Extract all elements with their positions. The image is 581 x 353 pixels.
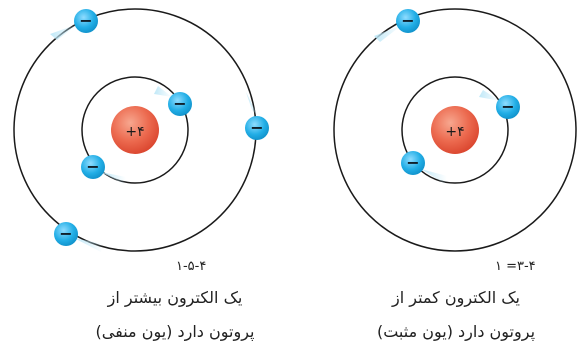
electron: − bbox=[154, 86, 192, 116]
nucleus-charge-label: +۴ bbox=[445, 124, 464, 140]
electron: − bbox=[374, 9, 420, 42]
electron: − bbox=[401, 151, 447, 184]
svg-text:−: − bbox=[79, 11, 92, 30]
electron: − bbox=[479, 90, 520, 119]
svg-text:−: − bbox=[173, 94, 186, 113]
svg-text:−: − bbox=[406, 153, 419, 172]
svg-text:−: − bbox=[250, 118, 263, 137]
inner-orbit bbox=[81, 76, 189, 184]
nucleus-charge-label: +۴ bbox=[125, 124, 144, 140]
description-positive-ion-line2: پروتون دارد (یون مثبت) bbox=[376, 322, 536, 341]
description-negative-ion-line1: یک الکترون بیشتر از bbox=[107, 288, 243, 307]
svg-text:−: − bbox=[501, 97, 514, 116]
nucleus: +۴ bbox=[111, 106, 159, 154]
svg-text:−: − bbox=[401, 11, 414, 30]
electron: − bbox=[245, 92, 269, 140]
nucleus: +۴ bbox=[431, 106, 479, 154]
electron-balance-equation-left: ۱-۵-۴ bbox=[176, 259, 207, 274]
atom-positive-ion: +۴ − − − bbox=[333, 8, 577, 252]
electron: − bbox=[50, 9, 98, 40]
description-negative-ion-line2: پروتون دارد (یون منفی) bbox=[95, 322, 255, 341]
svg-text:−: − bbox=[59, 224, 72, 243]
electron-balance-equation-right: ۱ =۳-۴ bbox=[495, 259, 536, 274]
electron: − bbox=[54, 222, 103, 252]
atom-negative-ion: +۴ − − − − − bbox=[13, 8, 269, 252]
svg-text:−: − bbox=[86, 157, 99, 176]
description-positive-ion-line1: یک الکترون کمتر از bbox=[391, 288, 520, 307]
inner-orbit bbox=[401, 76, 509, 184]
electron: − bbox=[81, 155, 126, 184]
outer-orbit bbox=[333, 8, 577, 252]
